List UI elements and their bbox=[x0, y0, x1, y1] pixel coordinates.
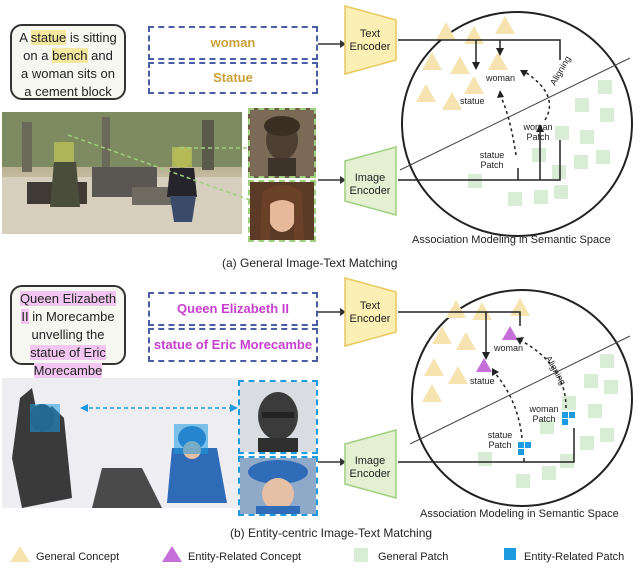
queen-face-icon bbox=[240, 458, 316, 514]
entity-box-woman: woman bbox=[148, 26, 318, 60]
text-encoder-a-label: Text Encoder bbox=[349, 28, 391, 53]
space-b-woman-patch-label: woman Patch bbox=[529, 404, 559, 424]
caption-b: Queen Elizabeth II in Morecambe unvellin… bbox=[10, 285, 126, 378]
space-b-statue-label: statue bbox=[470, 376, 495, 386]
legend-general-concept: General Concept bbox=[36, 551, 120, 563]
text-encoder-b bbox=[344, 277, 397, 347]
statue-face-icon bbox=[250, 110, 314, 176]
highlight-bench: bench bbox=[52, 48, 88, 63]
space-a-title: Association Modeling in Semantic Space bbox=[412, 234, 611, 246]
space-a-statue-label: statue bbox=[460, 96, 485, 106]
image-encoder-b bbox=[344, 429, 397, 499]
space-b-woman-label: woman bbox=[494, 343, 524, 353]
space-a-woman-label: woman bbox=[486, 73, 516, 83]
legend-entity-patch: Entity-Related Patch bbox=[524, 551, 625, 563]
legend-icons bbox=[10, 546, 516, 562]
woman-face-icon bbox=[250, 182, 314, 240]
crop-statue-face bbox=[248, 108, 316, 178]
crop-eric-statue bbox=[238, 380, 318, 454]
photo-queen-scene bbox=[2, 378, 242, 508]
legend-entity-concept: Entity-Related Concept bbox=[188, 551, 302, 563]
crop-woman-face bbox=[248, 180, 316, 242]
entity-box-statue: Statue bbox=[148, 62, 318, 94]
text-encoder-b-label: Text Encoder bbox=[349, 300, 391, 325]
woman-face-box bbox=[172, 147, 192, 167]
sub-caption-b: (b) Entity-centric Image-Text Matching bbox=[230, 526, 433, 540]
general-concept-icon bbox=[10, 546, 30, 562]
general-patch-icon bbox=[354, 548, 368, 562]
photo-scene-drawing bbox=[2, 112, 242, 234]
photo-statue-scene bbox=[2, 112, 242, 234]
text-encoder-a bbox=[344, 5, 397, 75]
crop-queen bbox=[238, 456, 318, 516]
image-encoder-a bbox=[344, 146, 397, 216]
sub-caption-a: (a) General Image-Text Matching bbox=[222, 256, 398, 270]
space-a-statue-patch-label: statue Patch bbox=[479, 150, 505, 170]
queen-head-box bbox=[174, 424, 208, 454]
entity-box-statue-eric: statue of Eric Morecambe bbox=[148, 328, 318, 362]
statue-face-box bbox=[54, 142, 74, 162]
caption-a: A statue is sitting on a bench and a wom… bbox=[10, 24, 126, 100]
entity-patch-icon bbox=[504, 548, 516, 560]
eric-statue-icon bbox=[240, 382, 316, 452]
entity-concept-icon bbox=[162, 546, 182, 562]
image-encoder-b-label: Image Encoder bbox=[349, 455, 391, 480]
highlight-statue: statue bbox=[30, 30, 67, 45]
space-b-statue-patch-label: statue Patch bbox=[487, 430, 513, 450]
space-a-woman-patch-label: woman Patch bbox=[523, 122, 553, 142]
entity-box-queen: Queen Elizabeth II bbox=[148, 292, 318, 326]
legend-general-patch: General Patch bbox=[378, 551, 449, 563]
statue-head-box bbox=[30, 404, 60, 432]
space-b-title: Association Modeling in Semantic Space bbox=[420, 508, 619, 520]
image-encoder-a-label: Image Encoder bbox=[349, 172, 391, 197]
